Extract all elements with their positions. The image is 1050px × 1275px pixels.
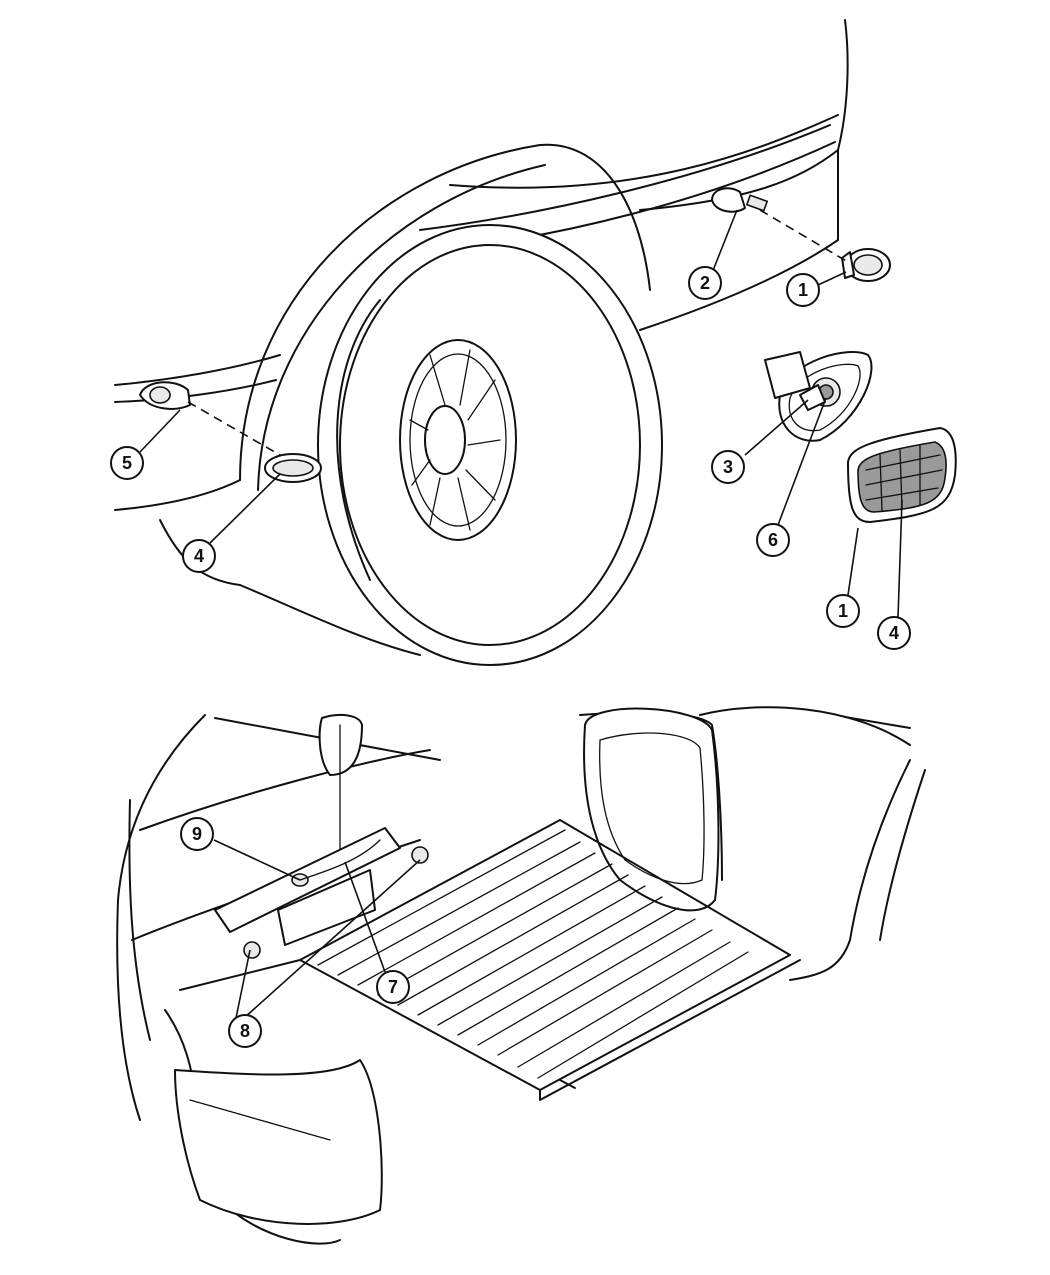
svg-text:5: 5 (122, 453, 132, 473)
svg-text:7: 7 (388, 977, 398, 997)
marker-lamp-left (264, 453, 322, 483)
lamp-assembly-exploded (764, 350, 873, 442)
socket-right (711, 187, 769, 213)
callout-9: 9 (180, 817, 214, 851)
callout-1-top: 1 (786, 273, 820, 307)
callout-1-lens: 1 (826, 594, 860, 628)
callout-2: 2 (688, 266, 722, 300)
callout-6: 6 (756, 523, 790, 557)
svg-text:8: 8 (240, 1021, 250, 1041)
callout-3: 3 (711, 450, 745, 484)
cargo-lamp-bracket (214, 827, 429, 959)
socket-left (139, 381, 191, 410)
svg-text:2: 2 (700, 273, 710, 293)
svg-text:6: 6 (768, 530, 778, 550)
svg-text:4: 4 (194, 546, 204, 566)
callout-8: 8 (228, 1014, 262, 1048)
fender-wheel-illustration (114, 19, 891, 666)
callout-4-left: 4 (182, 539, 216, 573)
svg-text:9: 9 (192, 824, 202, 844)
svg-text:4: 4 (889, 623, 899, 643)
callout-5: 5 (110, 446, 144, 480)
leader-lines (139, 209, 903, 1019)
lamp-lens-exploded (847, 427, 957, 523)
svg-text:1: 1 (798, 280, 808, 300)
svg-text:1: 1 (838, 601, 848, 621)
cargo-bed-illustration (116, 706, 926, 1245)
callout-4-lens: 4 (877, 616, 911, 650)
marker-lamp-right (841, 248, 891, 282)
callout-7: 7 (376, 970, 410, 1004)
svg-text:3: 3 (723, 457, 733, 477)
